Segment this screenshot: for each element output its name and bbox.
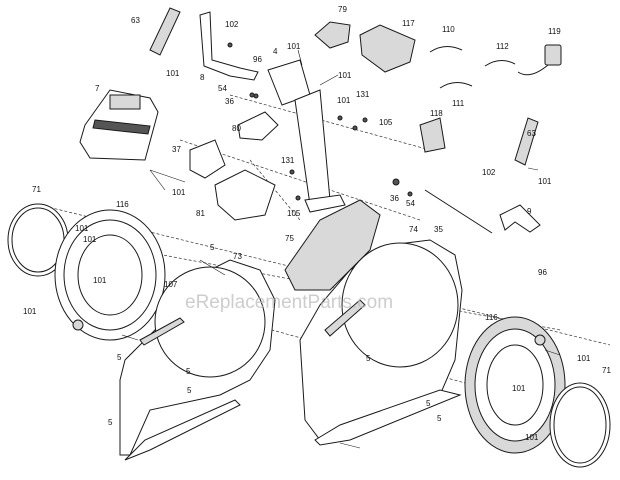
label-116: 116 bbox=[485, 313, 498, 322]
wire-harnesses bbox=[429, 46, 516, 89]
label-7: 7 bbox=[95, 84, 100, 93]
label-111: 111 bbox=[452, 99, 465, 108]
label-5: 5 bbox=[117, 353, 122, 362]
part-75-center-cover bbox=[284, 199, 381, 291]
label-101: 101 bbox=[525, 433, 539, 442]
label-101: 101 bbox=[172, 188, 186, 197]
label-5: 5 bbox=[187, 386, 192, 395]
label-80: 80 bbox=[232, 124, 241, 133]
fasteners bbox=[227, 42, 413, 201]
label-5: 5 bbox=[426, 399, 431, 408]
label-54: 54 bbox=[406, 199, 415, 208]
label-5: 5 bbox=[437, 414, 442, 423]
part-63-right-pedal-arm bbox=[514, 117, 539, 166]
label-79: 79 bbox=[338, 5, 347, 14]
label-105: 105 bbox=[379, 118, 393, 127]
label-101: 101 bbox=[93, 276, 107, 285]
label-102: 102 bbox=[225, 20, 239, 29]
label-71: 71 bbox=[602, 366, 611, 375]
label-117: 117 bbox=[402, 19, 415, 28]
label-101: 101 bbox=[512, 384, 526, 393]
part-8-handlebar bbox=[199, 11, 259, 81]
label-96: 96 bbox=[538, 268, 547, 277]
part-labels: 63 102 101 8 96 4 101 79 117 110 112 119… bbox=[23, 5, 611, 442]
label-8: 8 bbox=[200, 73, 205, 82]
label-63: 63 bbox=[131, 16, 140, 25]
label-9: 9 bbox=[527, 207, 532, 216]
part-117-motor-assembly bbox=[359, 24, 416, 73]
label-101: 101 bbox=[338, 71, 352, 80]
label-116: 116 bbox=[116, 200, 129, 209]
label-101: 101 bbox=[287, 42, 301, 51]
label-36: 36 bbox=[225, 97, 234, 106]
label-36: 36 bbox=[390, 194, 399, 203]
label-5: 5 bbox=[366, 354, 371, 363]
label-118: 118 bbox=[430, 109, 443, 118]
label-101: 101 bbox=[538, 177, 552, 186]
label-54: 54 bbox=[218, 84, 227, 93]
label-75: 75 bbox=[285, 234, 294, 243]
label-101: 101 bbox=[23, 307, 37, 316]
part-7-console bbox=[79, 89, 159, 161]
part-119-power-adapter bbox=[517, 44, 562, 76]
part-81-crank-housing bbox=[214, 169, 276, 221]
label-131: 131 bbox=[356, 90, 370, 99]
label-101: 101 bbox=[166, 69, 180, 78]
label-5: 5 bbox=[108, 418, 113, 427]
part-37-bushing bbox=[189, 139, 226, 179]
label-74: 74 bbox=[409, 225, 418, 234]
part-79-top-cover bbox=[314, 21, 351, 49]
label-63: 63 bbox=[527, 129, 536, 138]
label-131: 131 bbox=[281, 156, 295, 165]
label-37: 37 bbox=[172, 145, 181, 154]
label-81: 81 bbox=[196, 209, 205, 218]
label-102: 102 bbox=[482, 168, 496, 177]
part-74-right-shroud bbox=[299, 239, 463, 446]
watermark: eReplacementParts.com bbox=[185, 292, 393, 313]
part-118-cover bbox=[419, 117, 446, 153]
part-80-bearing-housing bbox=[237, 111, 279, 141]
label-96: 96 bbox=[253, 55, 262, 64]
label-107: 107 bbox=[164, 280, 178, 289]
label-119: 119 bbox=[548, 27, 561, 36]
label-110: 110 bbox=[442, 25, 455, 34]
label-5: 5 bbox=[210, 243, 215, 252]
part-73-left-shield bbox=[119, 259, 276, 461]
label-4: 4 bbox=[273, 47, 278, 56]
label-101: 101 bbox=[577, 354, 591, 363]
label-35: 35 bbox=[434, 225, 443, 234]
part-71-left-end-cap bbox=[7, 203, 69, 277]
part-63-left-pedal-arm bbox=[149, 7, 181, 56]
part-9-crank-arm bbox=[499, 204, 541, 233]
part-71-right-end-cap bbox=[549, 382, 611, 468]
part-35-axle bbox=[424, 189, 493, 234]
label-5: 5 bbox=[186, 367, 191, 376]
label-101: 101 bbox=[337, 96, 351, 105]
label-71: 71 bbox=[32, 185, 41, 194]
label-73: 73 bbox=[233, 252, 242, 261]
part-116-left-disc-cover bbox=[54, 209, 166, 341]
label-112: 112 bbox=[496, 42, 509, 51]
label-105: 105 bbox=[287, 209, 301, 218]
part-4-upright-bracket bbox=[267, 59, 346, 213]
label-101: 101 bbox=[75, 224, 89, 233]
label-101: 101 bbox=[83, 235, 97, 244]
part-116-right-disc-cover bbox=[464, 316, 566, 454]
leader-lines bbox=[121, 49, 561, 449]
